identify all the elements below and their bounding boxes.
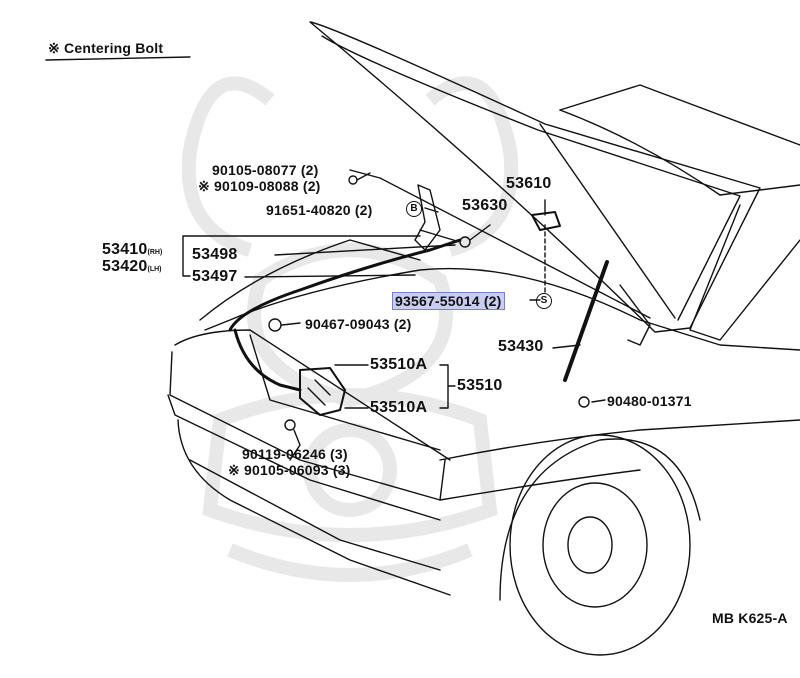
tire	[509, 434, 691, 656]
hood-lock	[299, 367, 346, 416]
pillar	[719, 184, 800, 196]
part-53498[interactable]: 53498	[192, 246, 238, 263]
part-90109-08088[interactable]: ※ 90109-08088 (2)	[198, 178, 321, 194]
part-53420[interactable]: 53420(LH)	[102, 259, 162, 278]
engine-bay-edge	[204, 267, 800, 351]
centering-bolt-note: ※ Centering Bolt	[48, 40, 164, 56]
part-53420-side: (LH)	[147, 266, 162, 273]
hub	[567, 516, 613, 574]
bumper-bottom	[177, 419, 451, 596]
leader-53630	[469, 224, 491, 241]
hood-lock-detail	[307, 379, 331, 406]
part-90105-08077[interactable]: 90105-08077 (2)	[212, 162, 319, 178]
bolt-90467	[268, 318, 282, 332]
part-90467-09043[interactable]: 90467-09043 (2)	[305, 316, 412, 332]
grille-top	[174, 329, 451, 461]
rim	[542, 482, 648, 608]
leader-53410-bracket	[182, 235, 421, 277]
part-90105-06093[interactable]: ※ 90105-06093 (3)	[228, 462, 351, 478]
hood-frame-line	[539, 123, 676, 319]
hood-support-rod	[563, 260, 609, 382]
front-face	[169, 351, 446, 501]
hood-hinge-right	[619, 284, 651, 346]
fender-edge	[439, 469, 641, 501]
part-53420-number: 53420	[102, 258, 148, 275]
bumper-lower	[189, 459, 441, 571]
part-53510A-top[interactable]: 53510A	[370, 356, 428, 373]
wheel-arch	[499, 438, 701, 601]
leader-91651	[424, 207, 439, 213]
roof-line	[559, 109, 721, 196]
hood-inner-edge	[321, 35, 741, 321]
hinge-link	[419, 229, 461, 243]
windshield	[559, 84, 800, 146]
part-53497[interactable]: 53497	[192, 268, 238, 285]
leader-90480	[591, 399, 606, 403]
hood-striker	[531, 211, 561, 231]
door-line	[689, 204, 800, 341]
heading-underline	[45, 56, 191, 61]
part-91651-40820[interactable]: 91651-40820 (2)	[266, 202, 373, 218]
bolt-90105	[348, 175, 358, 185]
engine-bay-rear	[199, 239, 421, 321]
fender-line	[439, 419, 800, 461]
part-53510[interactable]: 53510	[457, 377, 503, 394]
watermark-emblem	[181, 76, 519, 582]
grommet-90480	[578, 396, 590, 408]
part-53610[interactable]: 53610	[506, 175, 552, 192]
leader-90467	[281, 322, 301, 326]
part-53410-number: 53410	[102, 241, 148, 258]
screw-marker: S	[536, 293, 552, 309]
headlight	[249, 334, 441, 451]
part-53430[interactable]: 53430	[498, 338, 544, 355]
part-53630[interactable]: 53630	[462, 197, 508, 214]
leader-53497	[244, 274, 416, 278]
part-53410[interactable]: 53410(RH)	[102, 242, 162, 261]
bolt-marker: B	[406, 201, 422, 217]
leader-53498	[274, 244, 456, 256]
clip-53630	[459, 236, 471, 248]
leader-90119	[289, 429, 301, 461]
cowl-line	[349, 169, 651, 319]
diagram-code: MB K625-A	[712, 610, 788, 626]
bumper-top	[167, 394, 441, 521]
cable-inner	[233, 328, 302, 392]
part-53410-side: (RH)	[147, 249, 163, 256]
bolt-90119	[284, 419, 296, 431]
hood-panel	[309, 21, 761, 333]
hood-hinge	[414, 184, 441, 251]
part-53510A-bottom[interactable]: 53510A	[370, 399, 428, 416]
part-90480-01371[interactable]: 90480-01371	[607, 393, 692, 409]
leader-53510-bracket	[439, 364, 456, 409]
part-90119-06246[interactable]: 90119-06246 (3)	[242, 446, 348, 462]
release-cable	[228, 238, 462, 332]
part-93567-55014[interactable]: 93567-55014 (2)	[392, 292, 505, 310]
leader-90105	[356, 172, 371, 181]
leader-53430	[552, 344, 581, 349]
